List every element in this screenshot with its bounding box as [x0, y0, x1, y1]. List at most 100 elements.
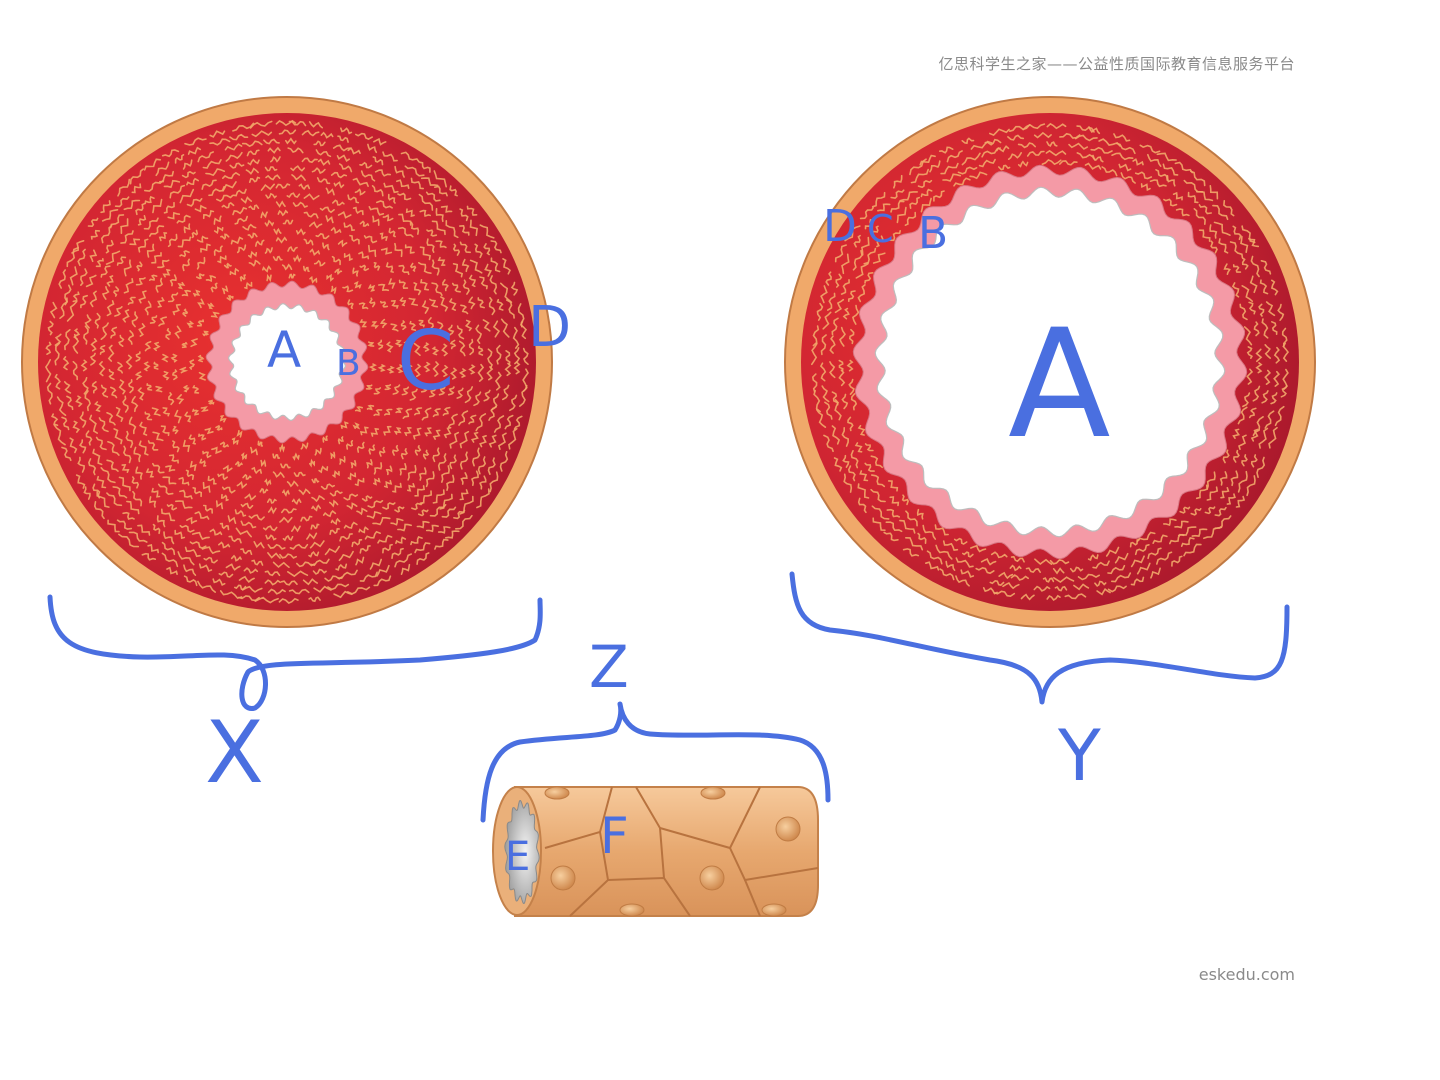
muscle-fibre: [441, 343, 449, 357]
muscle-fibre: [1219, 471, 1228, 486]
muscle-fibre: [426, 238, 435, 253]
muscle-fibre: [1265, 301, 1276, 317]
muscle-fibre: [244, 493, 257, 501]
muscle-fibre: [422, 342, 430, 352]
muscle-fibre: [1111, 572, 1132, 583]
muscle-fibre: [459, 489, 469, 501]
muscle-fibre: [483, 389, 491, 402]
muscle-fibre: [1213, 221, 1231, 236]
muscle-fibre: [251, 130, 273, 138]
muscle-fibre: [358, 302, 369, 310]
muscle-fibre: [95, 436, 107, 451]
muscle-fibre: [73, 328, 81, 340]
muscle-fibre: [1090, 146, 1113, 154]
muscle-fibre: [159, 170, 174, 183]
muscle-fibre: [163, 201, 175, 214]
muscle-fibre: [1232, 264, 1242, 273]
muscle-fibre: [61, 446, 72, 462]
vessel-x-muscle-fibres: [44, 119, 529, 604]
muscle-fibre: [497, 432, 507, 450]
muscle-fibre: [313, 259, 326, 267]
muscle-fibre: [447, 413, 458, 428]
muscle-fibre: [953, 177, 971, 187]
muscle-fibre: [1273, 346, 1281, 364]
muscle-fibre: [368, 363, 377, 372]
muscle-fibre: [131, 311, 139, 328]
muscle-fibre: [311, 167, 326, 175]
muscle-fibre: [442, 406, 451, 416]
muscle-fibre: [841, 253, 850, 275]
muscle-fibre: [295, 228, 306, 236]
muscle-fibre: [149, 274, 158, 281]
muscle-fibre: [834, 298, 845, 314]
muscle-fibre: [236, 430, 243, 438]
muscle-fibre: [201, 179, 217, 190]
muscle-fibre: [343, 493, 359, 501]
muscle-fibre: [72, 420, 80, 433]
muscle-fibre: [163, 531, 175, 545]
muscle-fibre: [496, 344, 502, 365]
muscle-fibre: [359, 545, 371, 554]
muscle-fibre: [350, 460, 357, 469]
muscle-fibre: [1226, 493, 1236, 505]
muscle-fibre: [139, 421, 148, 436]
muscle-fibre: [829, 361, 836, 379]
muscle-fibre: [272, 561, 290, 569]
muscle-fibre: [127, 330, 135, 345]
muscle-fibre: [158, 232, 168, 242]
muscle-fibre: [262, 265, 272, 273]
muscle-fibre: [1025, 567, 1041, 574]
muscle-fibre: [1174, 161, 1193, 174]
muscle-fibre: [318, 465, 329, 474]
muscle-fibre: [470, 431, 479, 443]
muscle-fibre: [377, 534, 393, 544]
muscle-fibre: [248, 204, 260, 211]
muscle-fibre: [213, 226, 224, 234]
muscle-fibre: [270, 156, 281, 163]
muscle-fibre: [1179, 506, 1191, 514]
muscle-fibre: [1223, 200, 1235, 217]
muscle-fibre: [296, 561, 315, 568]
muscle-fibre: [1232, 225, 1242, 241]
muscle-fibre: [970, 140, 993, 150]
muscle-fibre: [468, 364, 476, 375]
muscle-fibre: [226, 295, 234, 302]
muscle-fibre: [414, 542, 431, 554]
muscle-fibre: [144, 411, 153, 421]
muscle-fibre: [1271, 321, 1278, 335]
muscle-fibre: [278, 129, 297, 135]
muscle-fibre: [834, 244, 847, 263]
muscle-fibre: [355, 132, 373, 140]
muscle-fibre: [215, 424, 223, 431]
muscle-fibre: [1147, 547, 1162, 560]
vessel-z-label-f: F: [600, 807, 629, 865]
muscle-fibre: [889, 230, 901, 242]
muscle-fibre: [1046, 141, 1058, 147]
muscle-fibre: [199, 458, 207, 467]
muscle-fibre: [240, 502, 254, 510]
muscle-fibre: [1241, 225, 1256, 244]
muscle-fibre: [229, 162, 245, 169]
muscle-fibre: [212, 578, 226, 586]
muscle-fibre: [402, 408, 413, 419]
muscle-fibre: [146, 383, 153, 391]
muscle-fibre: [282, 489, 290, 497]
muscle-fibre: [872, 252, 886, 264]
muscle-fibre: [438, 386, 446, 396]
muscle-fibre: [450, 367, 458, 380]
muscle-fibre: [839, 326, 846, 347]
muscle-fibre: [134, 371, 143, 380]
muscle-fibre: [200, 243, 211, 253]
muscle-fibre: [905, 510, 918, 527]
muscle-fibre: [442, 279, 449, 292]
muscle-fibre: [877, 203, 891, 212]
muscle-fibre: [241, 585, 263, 593]
muscle-fibre: [429, 388, 437, 398]
muscle-fibre: [513, 415, 523, 430]
muscle-fibre: [419, 246, 432, 261]
muscle-fibre: [852, 250, 863, 271]
muscle-fibre: [468, 274, 476, 288]
muscle-fibre: [397, 523, 412, 532]
muscle-fibre: [1129, 539, 1140, 548]
muscle-fibre: [351, 539, 363, 548]
